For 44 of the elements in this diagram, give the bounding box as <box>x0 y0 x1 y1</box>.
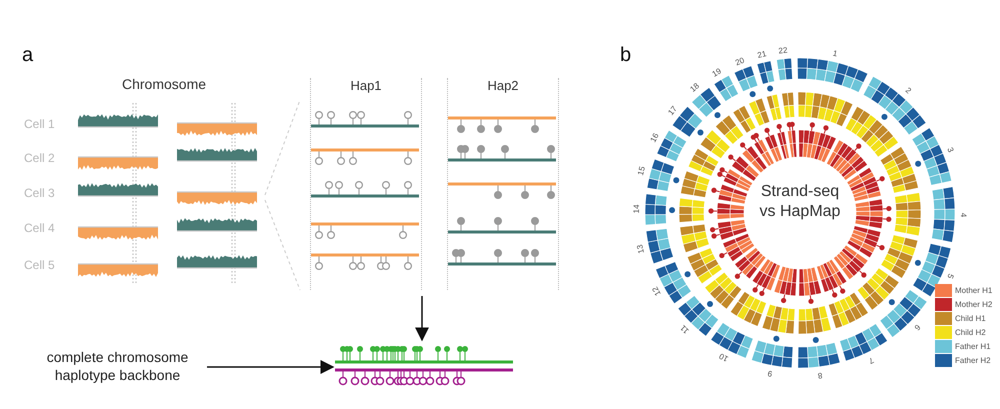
arrow <box>415 296 429 342</box>
chromosome-number: 4 <box>958 211 969 219</box>
chromosome-number: 6 <box>912 321 924 334</box>
caption-text: complete chromosome haplotype backbone <box>30 348 205 384</box>
row-label: Cell 1 <box>24 117 55 131</box>
legend-label: Father H1 <box>955 342 991 351</box>
legend-label: Father H2 <box>955 356 991 365</box>
haplotype-panel <box>447 78 559 290</box>
chromosome-number: 9 <box>766 368 774 381</box>
chromosome-number: 14 <box>630 204 642 216</box>
haplotype-panel <box>310 78 422 290</box>
row-label: Cell 5 <box>24 258 55 272</box>
chromosome-number: 5 <box>944 272 957 282</box>
panel-heading: Hap2 <box>486 78 520 93</box>
section-heading: Chromosome <box>122 76 206 92</box>
chromosome-number: 2 <box>902 84 914 97</box>
legend-label: Mother H1 <box>955 286 992 295</box>
chromosome-number: 3 <box>944 145 957 156</box>
chromosome-number: 17 <box>666 102 680 118</box>
panel-letter: a <box>22 44 34 67</box>
legend-label: Mother H2 <box>955 300 992 309</box>
chromosome-number: 21 <box>755 48 768 62</box>
chromosome-number: 10 <box>716 350 731 366</box>
chromosome-number: 22 <box>777 44 789 58</box>
row-label: Cell 2 <box>24 151 55 165</box>
chromosome-number: 1 <box>831 47 840 60</box>
chromosome-number: 12 <box>649 284 664 300</box>
chromosome-number: 7 <box>866 354 876 368</box>
chromosome-number: 15 <box>635 164 648 179</box>
legend-label: Child H2 <box>955 328 986 337</box>
legend-label: Child H1 <box>955 314 986 323</box>
arrow <box>207 360 334 374</box>
row-label: Cell 3 <box>24 186 55 200</box>
panel-heading: Hap1 <box>349 78 383 93</box>
center-label: Strand-seq vs HapMap <box>758 182 842 222</box>
chromosome-number: 8 <box>816 370 824 382</box>
chromosome-number: 18 <box>687 80 702 96</box>
chromosome-number: 11 <box>678 322 692 338</box>
panel-letter: b <box>620 44 632 67</box>
chromosome-number: 20 <box>732 54 746 69</box>
chromosome-number: 16 <box>648 130 662 146</box>
chromosome-number: 19 <box>710 65 724 80</box>
chromosome-number: 13 <box>634 243 647 257</box>
row-label: Cell 4 <box>24 221 55 235</box>
